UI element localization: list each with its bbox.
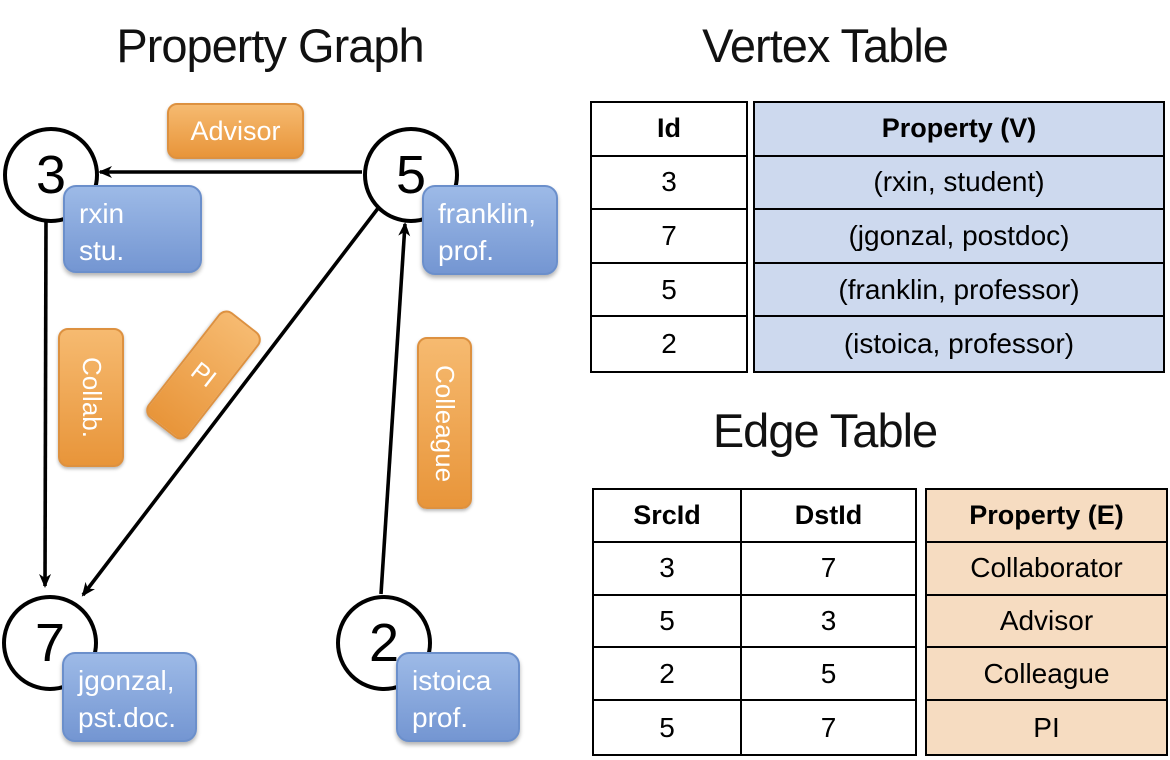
edge-table-header-property: Property (E) [927,490,1166,543]
table-cell: 3 [594,542,742,596]
table-cell: 5 [594,595,742,649]
edge-collaborator-3-to-7 [39,214,52,588]
node-id: 5 [395,145,427,205]
graph-node-5: 5 [363,127,459,223]
edge-label-advisor: Advisor [167,103,304,159]
table-cell: (rxin, student) [755,156,1163,211]
edge-table-title: Edge Table [712,404,938,457]
node-id: 3 [35,145,67,205]
table-cell: (franklin, professor) [755,263,1163,318]
edge-label-colleague: Colleague [417,337,472,509]
edge-table-property-column: Property (E) Collaborator Advisor Collea… [925,488,1168,756]
table-cell: 7 [592,210,746,264]
edge-table-header-dstid: DstId [742,490,915,543]
node-property-box-2: istoica prof. [396,652,520,742]
table-cell: 7 [742,543,915,596]
table-cell: 2 [661,328,677,360]
graph-node-2: 2 [336,595,432,691]
node-property-box-7: jgonzal, pst.doc. [62,652,197,742]
edge-table-header-srcid: SrcId [594,490,742,543]
vertex-table-header-id: Id [592,103,746,157]
table-cell: 2 [594,648,742,702]
table-cell: 3 [742,596,915,649]
node-property-box-5: franklin, prof. [422,185,558,275]
table-cell: 5 [592,264,746,318]
table-cell: 5 [594,701,742,754]
table-cell: 3 [592,157,746,211]
property-graph-title: Property Graph [116,19,424,72]
edge-table-id-columns: SrcId DstId 3 7 5 3 2 5 5 7 [592,488,917,756]
table-cell: Collaborator [927,542,1166,596]
table-cell: (jgonzal, postdoc) [755,210,1163,264]
vertex-table-header-property: Property (V) [755,103,1163,157]
edge-pi-5-to-7 [81,205,381,597]
table-cell: PI [927,701,1166,754]
table-cell: Colleague [927,648,1166,702]
vertex-table-id-column: Id 3 7 5 2 [590,101,748,373]
node-id: 7 [34,613,66,673]
edge-label-collab: Collab. [58,328,124,467]
table-cell: 5 [742,648,915,702]
table-cell: Advisor [927,595,1166,649]
edge-colleague-2-to-5 [379,222,411,595]
table-cell: (istoica, professor) [755,317,1163,371]
node-id: 2 [368,613,400,673]
table-cell: 7 [820,711,837,743]
vertex-table-title: Vertex Table [702,19,949,72]
node-property-box-3: rxin stu. [63,185,202,273]
graph-edges [39,166,411,597]
vertex-table-property-column: Property (V) (rxin, student) (jgonzal, p… [753,101,1165,373]
